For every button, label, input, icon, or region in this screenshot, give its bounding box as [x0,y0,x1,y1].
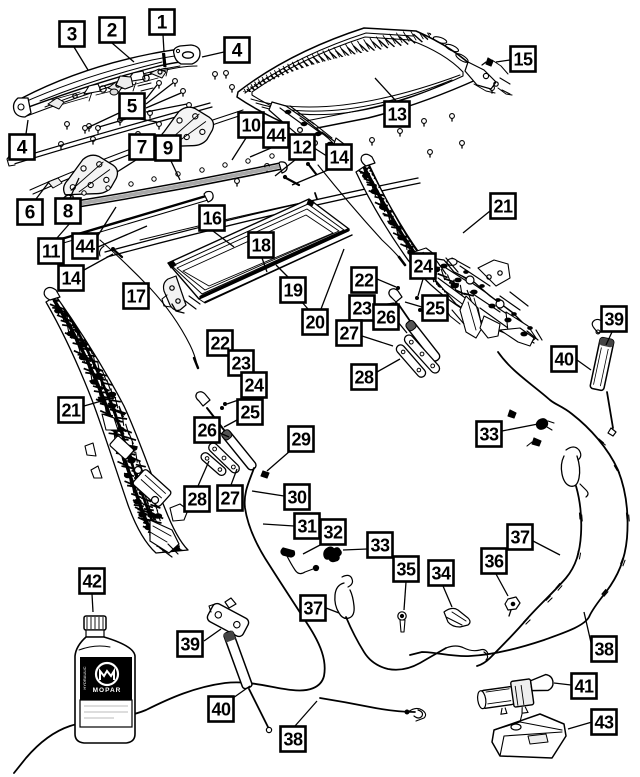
svg-text:25: 25 [240,403,260,423]
svg-text:15: 15 [513,50,533,70]
svg-text:22: 22 [354,271,374,291]
svg-text:19: 19 [283,281,303,301]
svg-text:23: 23 [231,354,251,374]
svg-text:24: 24 [244,376,264,396]
svg-text:30: 30 [287,488,307,508]
svg-text:28: 28 [354,368,374,388]
svg-text:MOPAR: MOPAR [93,687,122,694]
svg-text:4: 4 [17,138,28,159]
svg-text:29: 29 [291,430,311,450]
svg-text:9: 9 [163,139,174,160]
svg-text:39: 39 [180,635,200,655]
svg-text:6: 6 [25,203,36,224]
svg-text:38: 38 [283,730,303,750]
svg-text:40: 40 [554,350,574,370]
svg-text:37: 37 [303,599,323,619]
svg-text:40: 40 [211,700,231,720]
svg-text:10: 10 [241,116,261,136]
svg-text:44: 44 [75,237,95,257]
svg-text:25: 25 [425,299,445,319]
svg-text:16: 16 [202,209,222,229]
svg-text:20: 20 [305,313,325,333]
svg-text:36: 36 [484,552,504,572]
svg-text:34: 34 [431,564,451,584]
svg-text:HYDRAULIC: HYDRAULIC [82,666,87,689]
svg-text:33: 33 [370,536,390,556]
svg-text:27: 27 [339,324,359,344]
svg-text:14: 14 [61,269,81,289]
svg-text:2: 2 [107,21,118,42]
svg-text:13: 13 [387,105,407,125]
svg-text:35: 35 [396,560,416,580]
svg-text:23: 23 [352,299,372,319]
svg-text:1: 1 [157,13,168,34]
svg-text:21: 21 [61,401,81,421]
svg-text:14: 14 [329,148,349,168]
svg-text:33: 33 [479,425,499,445]
svg-text:24: 24 [413,257,433,277]
svg-text:39: 39 [604,310,624,330]
svg-text:26: 26 [197,421,217,441]
svg-text:38: 38 [594,640,614,660]
svg-text:32: 32 [323,523,343,543]
svg-text:41: 41 [574,677,594,697]
svg-text:31: 31 [297,517,317,537]
svg-text:18: 18 [251,236,271,256]
svg-text:12: 12 [292,138,312,158]
svg-text:11: 11 [42,242,61,262]
svg-text:8: 8 [63,202,74,223]
svg-text:4: 4 [232,41,243,62]
svg-text:28: 28 [187,490,207,510]
svg-text:42: 42 [82,572,102,592]
svg-text:22: 22 [210,334,230,354]
svg-text:26: 26 [376,308,396,328]
svg-text:44: 44 [266,126,286,146]
svg-text:5: 5 [127,97,138,118]
svg-text:7: 7 [137,138,148,159]
svg-text:3: 3 [67,25,78,46]
svg-text:27: 27 [220,489,240,509]
svg-text:17: 17 [126,287,146,307]
svg-text:43: 43 [594,713,614,733]
svg-text:37: 37 [510,528,530,548]
svg-text:21: 21 [493,197,513,217]
